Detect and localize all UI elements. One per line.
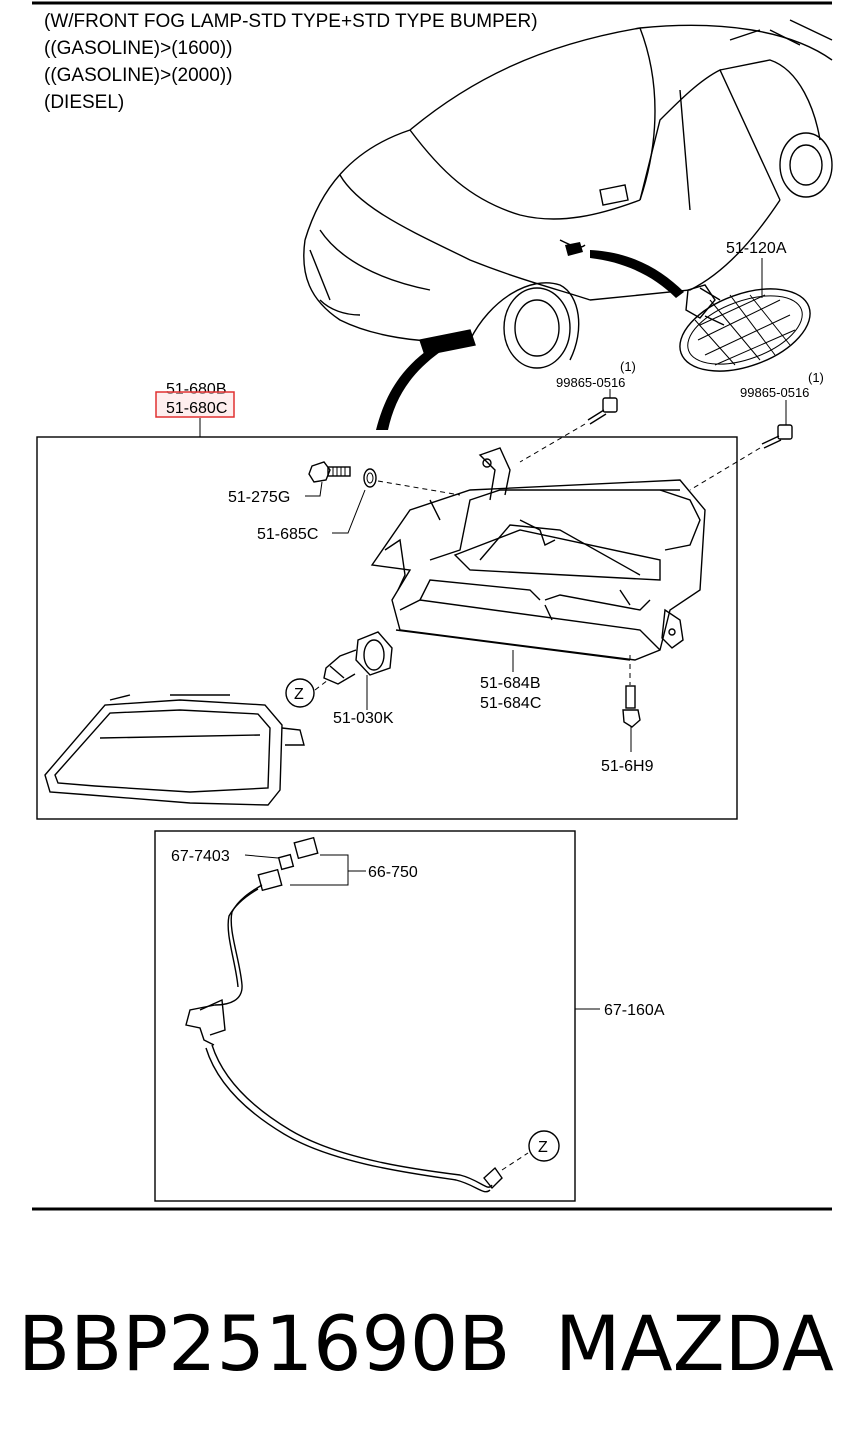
callout-51-684C: 51-684C <box>480 695 541 712</box>
callout-99865-b-qty: (1) <box>808 370 824 385</box>
car-illustration <box>303 19 833 369</box>
wiring-harness-frame <box>154 830 576 1202</box>
side-marker-pointer-arrow <box>590 250 684 298</box>
callout-67-7403: 67-7403 <box>171 848 230 865</box>
brand-name: MAZDA <box>555 1299 834 1388</box>
bulb-icon <box>323 631 393 685</box>
z-marker-label: Z <box>538 1139 548 1156</box>
callout-99865-b: 99865-0516 <box>740 385 809 400</box>
dashed-z-upper <box>314 679 329 691</box>
dashed-99865-b <box>689 447 761 491</box>
fog-lamp-pointer-arrow <box>376 348 440 430</box>
z-marker-label: Z <box>294 686 304 703</box>
fog-lamp-assembly-frame <box>36 436 738 820</box>
callout-51-030K: 51-030K <box>333 710 394 727</box>
fog-lamp-lens <box>44 694 305 806</box>
bolt-icon <box>308 461 351 483</box>
screw-icon <box>761 424 793 449</box>
dashed-99865-a <box>519 423 586 463</box>
callout-51-275G: 51-275G <box>228 489 290 506</box>
callout-67-160A: 67-160A <box>604 1002 665 1019</box>
bolt-icon <box>622 685 641 728</box>
leader-51-275G <box>305 481 323 497</box>
dashed-51-685C <box>377 480 461 496</box>
callout-51-120A: 51-120A <box>726 240 787 257</box>
callout-99865-a-qty: (1) <box>620 359 636 374</box>
side-marker-mount <box>565 242 583 256</box>
highlight-box-51-680C <box>155 391 235 418</box>
screw-icon <box>587 397 618 425</box>
leader-51-685C <box>332 489 366 534</box>
side-marker-lamp <box>679 284 811 372</box>
header-line-2: ((GASOLINE)>(1600)) <box>44 38 232 59</box>
part-number: BBP251690B <box>18 1299 510 1388</box>
leader-67-7403 <box>244 854 279 859</box>
header: (W/FRONT FOG LAMP-STD TYPE+STD TYPE BUMP… <box>44 11 538 113</box>
connector-icon <box>257 836 319 892</box>
leader-66-750-bracket <box>290 854 349 886</box>
fog-lamp-bracket <box>370 447 706 661</box>
dashed-z-lower <box>501 1152 529 1171</box>
callout-51-680C: 51-680C <box>166 400 227 417</box>
washer-icon <box>363 468 377 488</box>
callout-51-684B: 51-684B <box>480 675 541 692</box>
header-line-3: ((GASOLINE)>(2000)) <box>44 65 232 86</box>
callout-51-6H9: 51-6H9 <box>601 758 654 775</box>
wiring-harness <box>185 884 503 1193</box>
callout-99865-a: 99865-0516 <box>556 375 625 390</box>
header-line-1: (W/FRONT FOG LAMP-STD TYPE+STD TYPE BUMP… <box>44 11 538 32</box>
callout-51-685C: 51-685C <box>257 526 318 543</box>
z-marker <box>285 678 315 708</box>
callout-66-750: 66-750 <box>368 864 418 881</box>
z-marker <box>528 1130 560 1162</box>
header-line-4: (DIESEL) <box>44 92 124 113</box>
